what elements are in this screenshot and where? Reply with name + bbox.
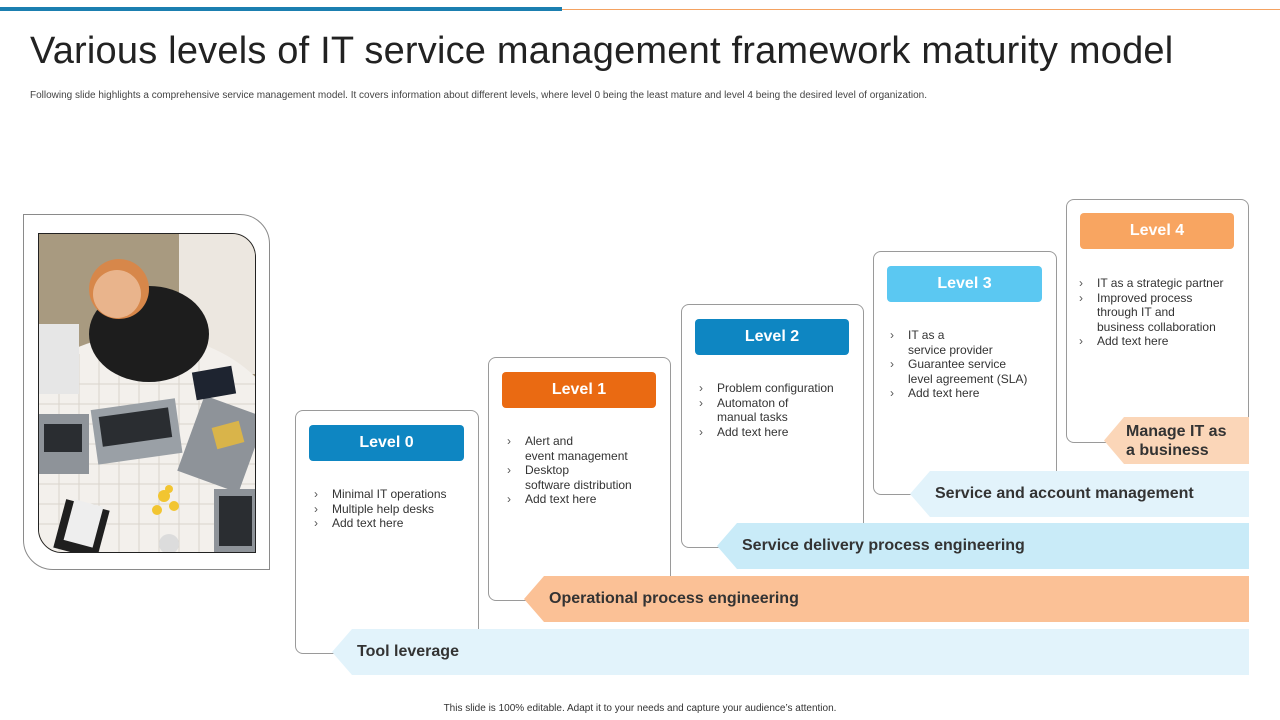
level-0-label: Level 0 <box>359 434 414 451</box>
chevron-right-icon: › <box>314 516 318 530</box>
chevron-right-icon: › <box>1079 276 1083 290</box>
list-item: ›Multiple help desks <box>314 501 435 516</box>
band-service-delivery-label: Service delivery process engineering <box>742 537 1025 554</box>
list-item: ›Alert and event management <box>507 434 628 463</box>
list-item: ›Automaton of manual tasks <box>699 395 789 425</box>
level-1-pill: Level 1 <box>502 372 656 408</box>
level-3-pill: Level 3 <box>887 266 1042 302</box>
band-tool-leverage-label: Tool leverage <box>357 643 459 660</box>
level-1-label: Level 1 <box>551 381 607 398</box>
chevron-right-icon: › <box>314 501 318 516</box>
level-2-label: Level 2 <box>744 328 800 345</box>
level-4-pill: Level 4 <box>1080 213 1234 249</box>
chevron-right-icon: › <box>314 487 318 501</box>
level-2-pill: Level 2 <box>695 319 849 355</box>
band-manage-it-label: Manage IT as a business <box>1126 422 1227 459</box>
level-3-label: Level 3 <box>937 275 992 292</box>
office-illustration <box>39 234 255 552</box>
list-item: ›IT as a service provider <box>890 328 993 357</box>
chevron-right-icon: › <box>1079 290 1083 305</box>
band-service-delivery: Service delivery process engineering <box>717 523 1249 569</box>
top-accent-line <box>562 9 1280 10</box>
chevron-right-icon: › <box>507 434 511 448</box>
chevron-right-icon: › <box>699 395 703 410</box>
level-3-items: ›IT as a service provider ›Guarantee ser… <box>890 328 1052 401</box>
page-title: Various levels of IT service management … <box>30 30 1174 72</box>
level-0-items: ›Minimal IT operations ›Multiple help de… <box>314 487 474 531</box>
list-item: ›Problem configuration <box>699 381 834 395</box>
band-operational-process: Operational process engineering <box>524 576 1249 622</box>
list-item: ›Add text here <box>699 424 789 439</box>
chevron-right-icon: › <box>507 463 511 477</box>
level-0-pill: Level 0 <box>309 425 464 461</box>
list-item: ›IT as a strategic partner <box>1079 276 1224 290</box>
list-item: ›Add text here <box>507 492 597 506</box>
list-item: ›Desktop software distribution <box>507 463 632 492</box>
band-tool-leverage: Tool leverage <box>332 629 1249 675</box>
band-operational-process-label: Operational process engineering <box>549 590 799 607</box>
list-item: ›Add text here <box>890 386 980 400</box>
chevron-right-icon: › <box>507 492 511 506</box>
page-subtitle: Following slide highlights a comprehensi… <box>30 90 927 101</box>
list-item: ›Add text here <box>314 516 404 530</box>
list-item: ›Improved process through IT and busines… <box>1079 290 1216 334</box>
band-service-account: Service and account management <box>910 471 1249 517</box>
chevron-right-icon: › <box>890 386 894 400</box>
band-manage-it: Manage IT as a business <box>1104 417 1249 464</box>
level-1-items: ›Alert and event management ›Desktop sof… <box>507 434 667 507</box>
chevron-right-icon: › <box>1079 334 1083 348</box>
top-accent-bar <box>0 7 562 11</box>
chevron-right-icon: › <box>699 381 703 395</box>
chevron-right-icon: › <box>890 328 894 342</box>
level-4-label: Level 4 <box>1129 222 1185 239</box>
footer-note: This slide is 100% editable. Adapt it to… <box>443 703 837 714</box>
level-4-items: ›IT as a strategic partner ›Improved pro… <box>1079 276 1244 349</box>
chevron-right-icon: › <box>699 424 703 439</box>
band-service-account-label: Service and account management <box>935 485 1194 502</box>
list-item: ›Minimal IT operations <box>314 487 447 501</box>
list-item: ›Add text here <box>1079 334 1169 348</box>
chevron-right-icon: › <box>890 357 894 371</box>
level-2-items: ›Problem configuration ›Automaton of man… <box>699 381 859 439</box>
office-photo <box>38 233 256 553</box>
list-item: ›Guarantee service level agreement (SLA) <box>890 357 1028 386</box>
